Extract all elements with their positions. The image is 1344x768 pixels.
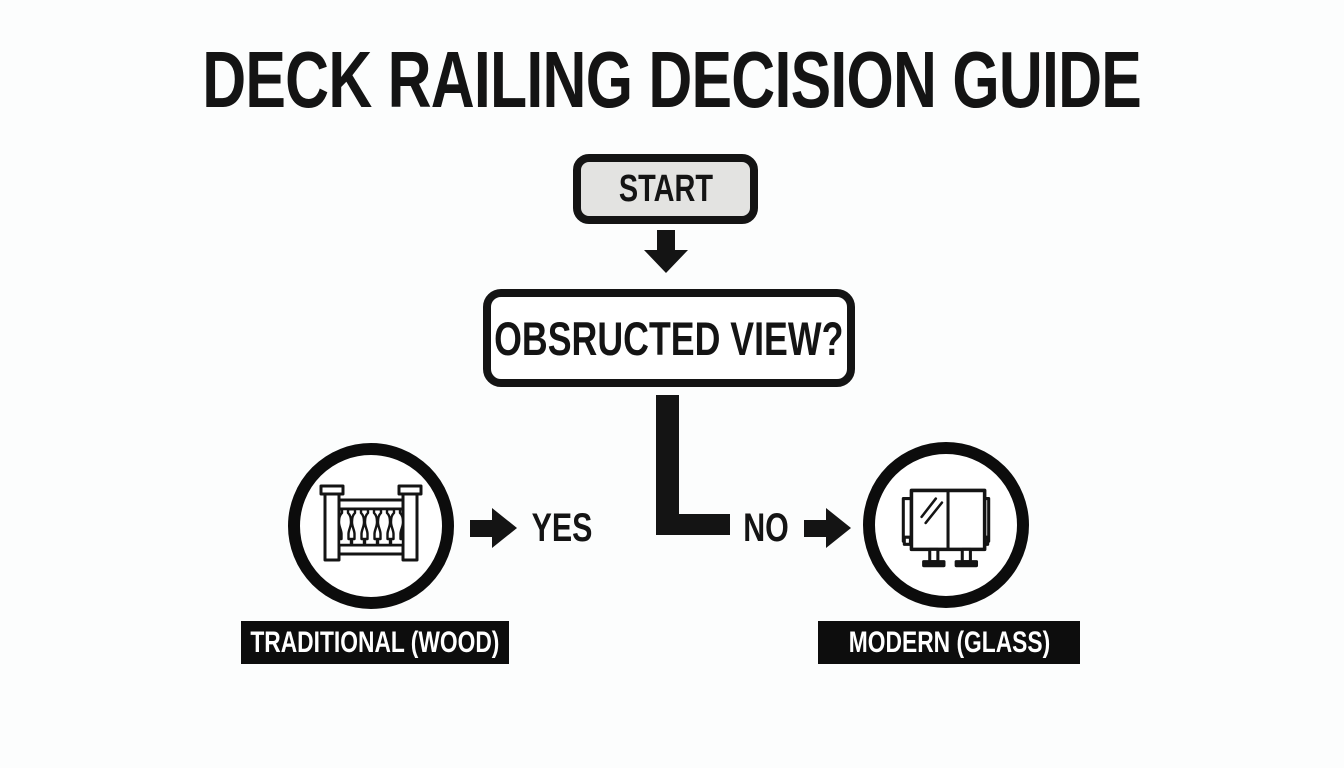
no-branch-label: NO [736, 508, 796, 548]
start-label: START [618, 167, 713, 210]
yes-arrow-stem [470, 519, 492, 537]
outcome-label-modern-glass: MODERN (GLASS) [818, 621, 1080, 664]
no-arrow-head [826, 508, 851, 548]
question-node: OBSRUCTED VIEW? [483, 289, 855, 387]
yes-arrow-head [492, 508, 517, 548]
no-arrow-stem [804, 519, 826, 537]
page-title-text: DECK RAILING DECISION GUIDE [202, 35, 1143, 124]
glass-railing-circle [863, 442, 1029, 608]
yes-branch-label: YES [522, 508, 602, 548]
start-node: START [573, 154, 758, 224]
yes-label-text: YES [531, 506, 593, 550]
no-arrow-icon [804, 508, 851, 548]
arrow-down-head [644, 250, 688, 273]
page-title: DECK RAILING DECISION GUIDE [0, 40, 1344, 120]
wood-railing-icon [319, 484, 423, 562]
arrow-down-stem [657, 230, 675, 250]
wood-railing-circle [288, 443, 454, 609]
arrow-down-icon [644, 230, 688, 273]
outcome-left-text: TRADITIONAL (WOOD) [250, 625, 500, 659]
no-label-text: NO [743, 506, 789, 550]
elbow-connector [656, 395, 730, 535]
outcome-label-traditional-wood: TRADITIONAL (WOOD) [241, 621, 509, 664]
question-label: OBSRUCTED VIEW? [494, 311, 844, 365]
yes-arrow-icon [470, 508, 517, 548]
outcome-right-text: MODERN (GLASS) [848, 625, 1050, 659]
glass-railing-icon [901, 488, 991, 568]
